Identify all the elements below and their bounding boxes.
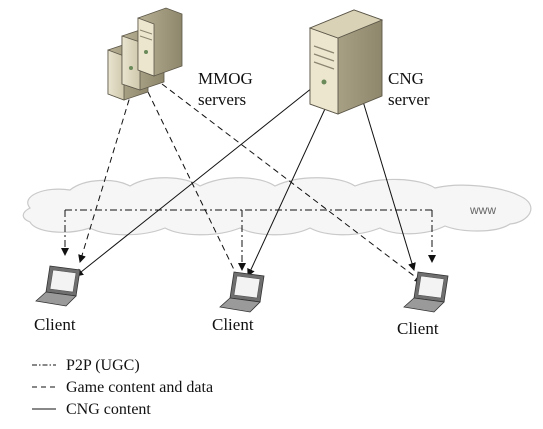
- client-label: Client: [34, 315, 76, 334]
- legend-label: P2P (UGC): [66, 357, 140, 374]
- mmog-servers-icon: [107, 7, 183, 101]
- client-laptop-icon: [403, 271, 449, 313]
- cng-content-links: [75, 79, 416, 277]
- cng-label-line1: CNG: [388, 69, 424, 88]
- client-label: Client: [212, 315, 254, 334]
- mmog-label-line1: MMOG: [198, 69, 253, 88]
- client-laptop-icon: [219, 271, 265, 313]
- legend-label: Game content and data: [66, 379, 213, 396]
- game-content-links: [78, 83, 423, 283]
- mmog-label-line2: servers: [198, 90, 246, 109]
- legend: P2P (UGC) Game content and data CNG cont…: [32, 357, 213, 418]
- cloud-label: www: [469, 203, 496, 217]
- cng-label-line2: server: [388, 90, 430, 109]
- client-label: Client: [397, 319, 439, 338]
- internet-cloud: www: [22, 177, 532, 236]
- client-laptop-icon: [35, 265, 81, 307]
- cng-server-icon: [308, 9, 384, 115]
- p2p-links: [61, 209, 436, 271]
- legend-label: CNG content: [66, 401, 151, 418]
